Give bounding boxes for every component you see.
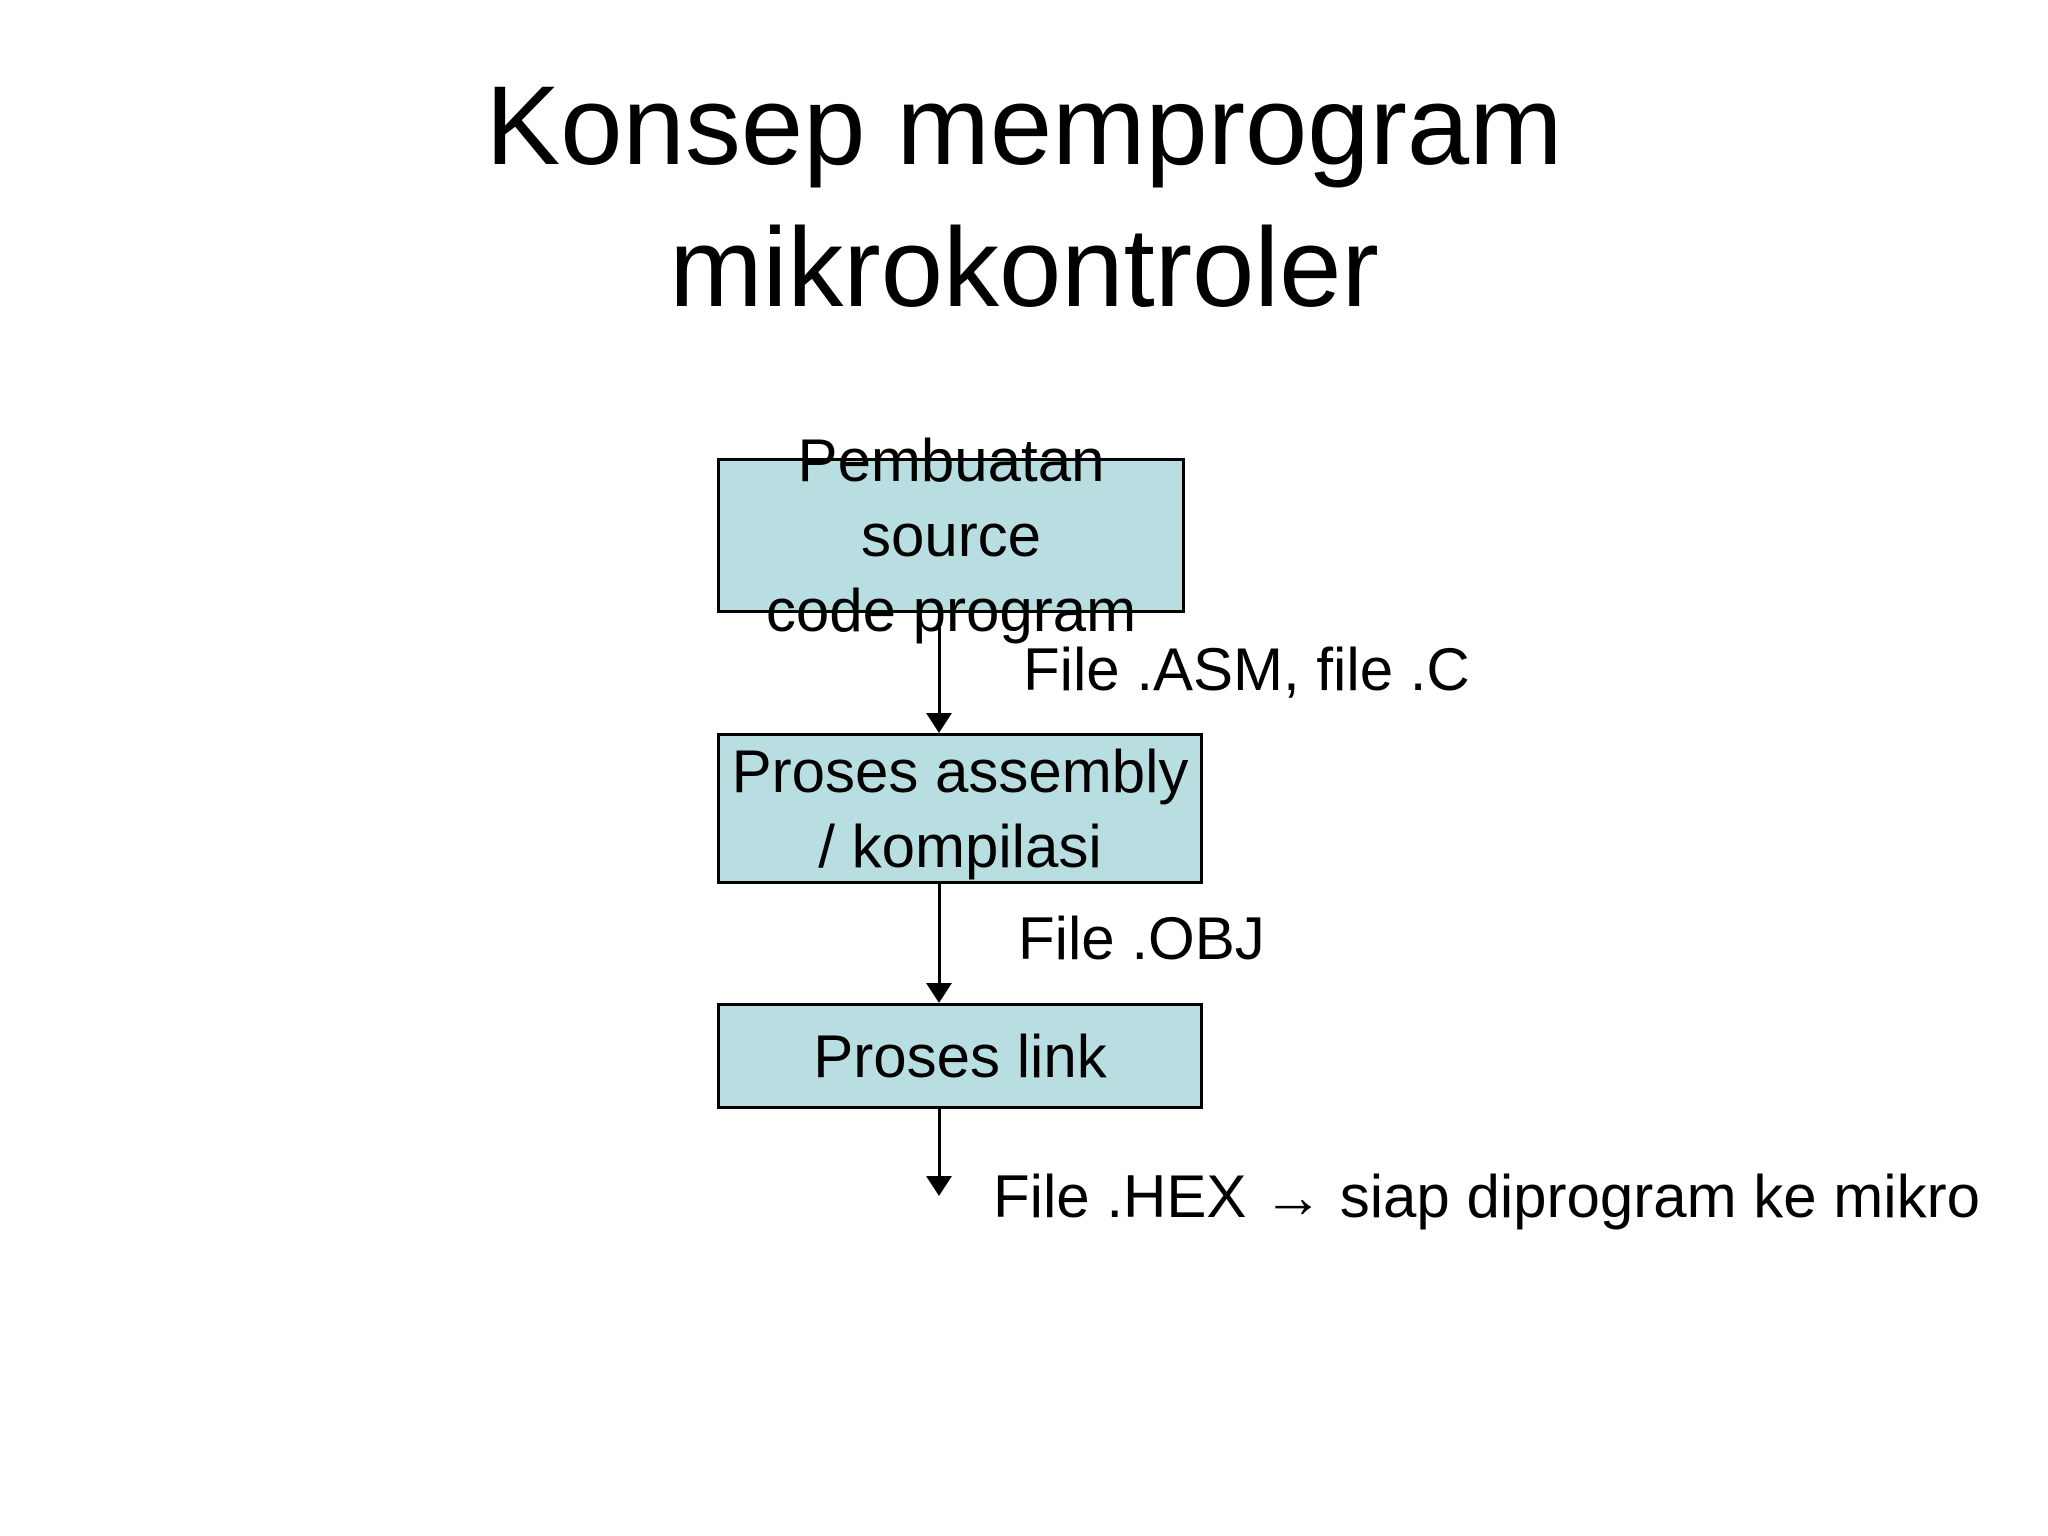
- arrow-label-obj: File .OBJ: [1018, 905, 1265, 972]
- down-arrowhead-icon: [926, 1176, 952, 1196]
- box-text-line: Pembuatan source: [797, 427, 1105, 569]
- slide-title: Konsep memprogram mikrokontroler: [0, 55, 2048, 339]
- box-text-line: / kompilasi: [818, 812, 1102, 880]
- slide-title-line2: mikrokontroler: [669, 205, 1379, 331]
- box-text-line: Proses assembly: [731, 737, 1189, 805]
- arrow-label-hex: File .HEX → siap diprogram ke mikro: [993, 1163, 1980, 1230]
- slide-title-line1: Konsep memprogram: [485, 63, 1563, 188]
- flow-arrow-3-line: [938, 1109, 941, 1177]
- arrow-label-asm-c: File .ASM, file .C: [1023, 636, 1470, 703]
- box-text-line: Proses link: [813, 1022, 1107, 1090]
- down-arrowhead-icon: [926, 983, 952, 1003]
- flowchart-box-pembuatan-source-code: Pembuatan source code program: [717, 427, 1185, 644]
- flowchart-box-proses-assembly: Proses assembly / kompilasi: [717, 733, 1203, 884]
- flowchart-box-proses-link: Proses link: [717, 1003, 1203, 1109]
- flow-arrow-1-line: [938, 613, 941, 714]
- down-arrowhead-icon: [926, 713, 952, 733]
- box-text-line: code program: [765, 577, 1137, 644]
- flow-arrow-2-line: [938, 884, 941, 984]
